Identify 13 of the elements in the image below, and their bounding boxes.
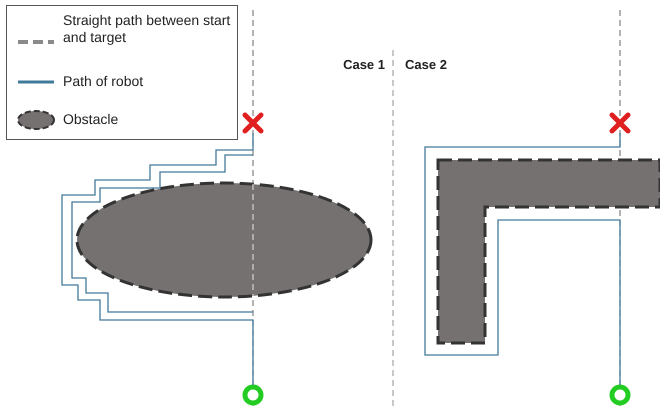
ring-icon [242, 384, 264, 406]
robot-path [424, 133, 621, 385]
robot-path [61, 132, 254, 386]
case-label: Case 1 [343, 57, 385, 72]
legend-text: Straight path between start and target [63, 12, 232, 46]
legend-text: Path of robot [63, 73, 144, 90]
case-label: Case 2 [405, 57, 447, 72]
ellipse-obstacle [76, 182, 372, 298]
cross-icon [242, 112, 264, 134]
l-shaped-obstacle [436, 158, 660, 344]
cross-icon [610, 112, 630, 134]
legend-text: Obstacle [63, 111, 120, 128]
ring-icon [610, 384, 630, 406]
